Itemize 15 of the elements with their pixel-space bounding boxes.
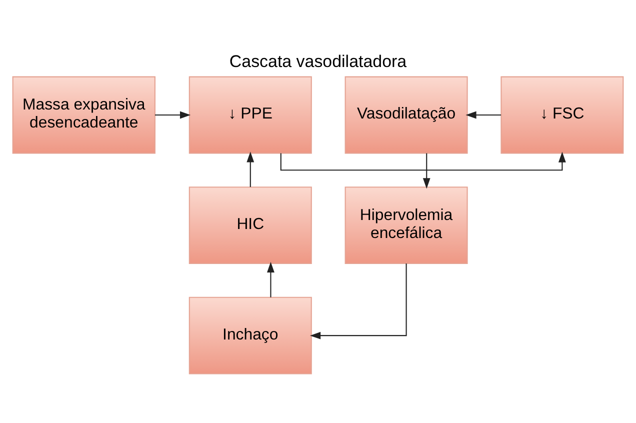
node-box: Vasodilatação — [344, 76, 468, 154]
arrow — [246, 152, 254, 188]
arrow — [466, 111, 501, 119]
node-box: Inchaço — [188, 296, 312, 374]
node-box: ↓ PPE — [188, 76, 312, 154]
diagram-title: Cascata vasodilatadora — [229, 52, 407, 72]
node-box: Hipervolemia encefálica — [344, 186, 468, 264]
node-box: HIC — [188, 186, 312, 264]
arrow — [267, 262, 274, 298]
arrow — [310, 264, 407, 340]
arrow — [280, 152, 566, 171]
arrow — [422, 153, 430, 189]
arrow — [155, 111, 191, 119]
node-box: ↓ FSC — [500, 76, 624, 154]
node-box: Massa expansiva desencadeante — [12, 76, 156, 154]
